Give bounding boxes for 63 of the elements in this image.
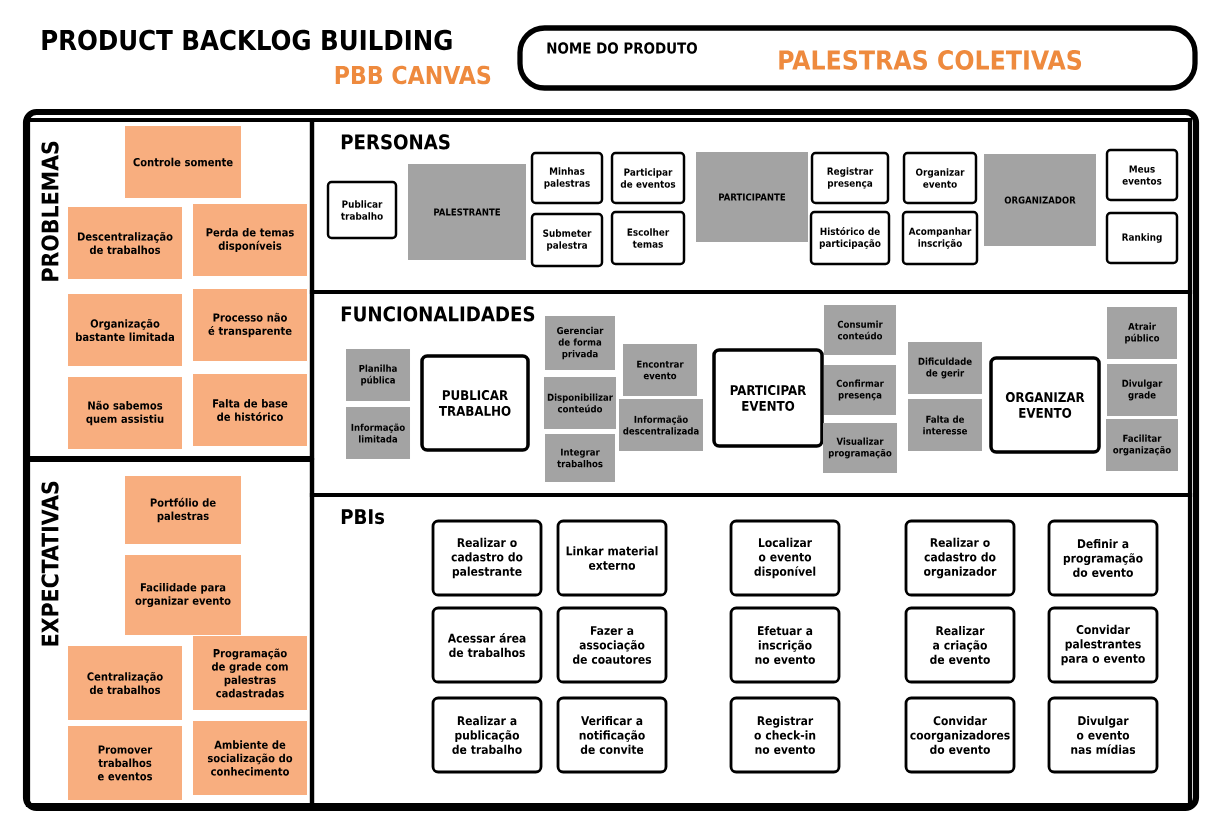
sticky-note: Consumir conteúdo [824,305,896,355]
sticky-note: Processo não é transparente [193,289,307,361]
sticky-note: PARTICIPANTE [696,152,808,242]
card: Submeter palestra [530,212,604,268]
sticky-note: Facilitar organização [1106,419,1178,471]
card: Registrar o check-in no evento [729,696,841,774]
card: Localizar o evento disponível [729,519,841,597]
title: PRODUCT BACKLOG BUILDING [42,29,452,51]
product-name-box: NOME DO PRODUTO PALESTRAS COLETIVAS [517,25,1198,91]
sticky-note: Visualizar programação [823,423,897,473]
sticky-note: PALESTRANTE [408,164,526,260]
card: Convidar coorganizadores do evento [904,696,1016,774]
card: Linkar material externo [556,519,668,597]
card: PARTICIPAR EVENTO [712,348,824,448]
sticky-note: Informação limitada [346,407,410,459]
card: ORGANIZAR EVENTO [989,356,1101,454]
card: Histórico de participação [809,210,891,266]
sticky-note: Programação de grade com palestras cadastradas [193,636,307,710]
card: Participar de eventos [610,151,686,205]
card: Divulgar o evento nas mídias [1047,696,1159,774]
sticky-note: Perda de temas disponíveis [193,204,307,276]
card: Escolher temas [610,210,686,266]
sticky-note: Ambiente de socialização do conhecimento [193,721,307,795]
sticky-note: Descentralização de trabalhos [68,207,182,279]
card: Realizar a criação de evento [904,606,1016,684]
sticky-note: Divulgar grade [1107,364,1177,416]
card: Registrar presença [810,151,890,205]
card: Convidar palestrantes para o evento [1047,606,1159,684]
card: Ranking [1105,211,1179,265]
card: Verificar a notificação de convite [556,696,668,774]
sticky-note: Confirmar presença [824,365,896,415]
card: Fazer a associação de coautores [556,606,668,684]
sticky-note: Atrair público [1107,307,1177,359]
sticky-note: Encontrar evento [623,344,697,396]
card: Organizar evento [902,151,978,205]
sticky-note: Dificuldade de gerir [908,342,982,394]
card: Definir a programação do evento [1047,519,1159,597]
sticky-note: Controle somente [125,126,241,198]
sticky-note: Informação descentralizada [619,399,703,451]
sticky-note: Falta de base de histórico [193,374,307,446]
card: Efetuar a inscrição no evento [729,606,841,684]
card: Meus eventos [1105,148,1179,202]
sticky-note: Gerenciar de forma privada [545,316,615,370]
card: PUBLICAR TRABALHO [420,354,530,452]
sticky-note: Integrar trabalhos [545,434,615,482]
sticky-note: Centralização de trabalhos [68,646,182,720]
subtitle: PBB CANVAS [335,65,491,85]
sticky-note: Disponibilizar conteúdo [544,377,616,429]
card: Acompanhar inscrição [901,210,979,266]
sticky-note: Planilha pública [346,349,410,401]
card: Minhas palestras [530,151,604,205]
card: Publicar trabalho [326,180,398,240]
sticky-note: Portfólio de palestras [125,476,241,544]
sticky-note: Organização bastante limitada [68,294,182,366]
card: Realizar o cadastro do palestrante [431,519,543,597]
card: Realizar o cadastro do organizador [904,519,1016,597]
card: Realizar a publicação de trabalho [431,696,543,774]
sticky-note: ORGANIZADOR [984,154,1096,246]
sticky-note: Facilidade para organizar evento [125,555,241,635]
sticky-note: Não sabemos quem assistiu [68,377,182,449]
sticky-note: Falta de interesse [908,399,982,451]
card: Acessar área de trabalhos [431,606,543,684]
sticky-note: Promover trabalhos e eventos [68,726,182,800]
